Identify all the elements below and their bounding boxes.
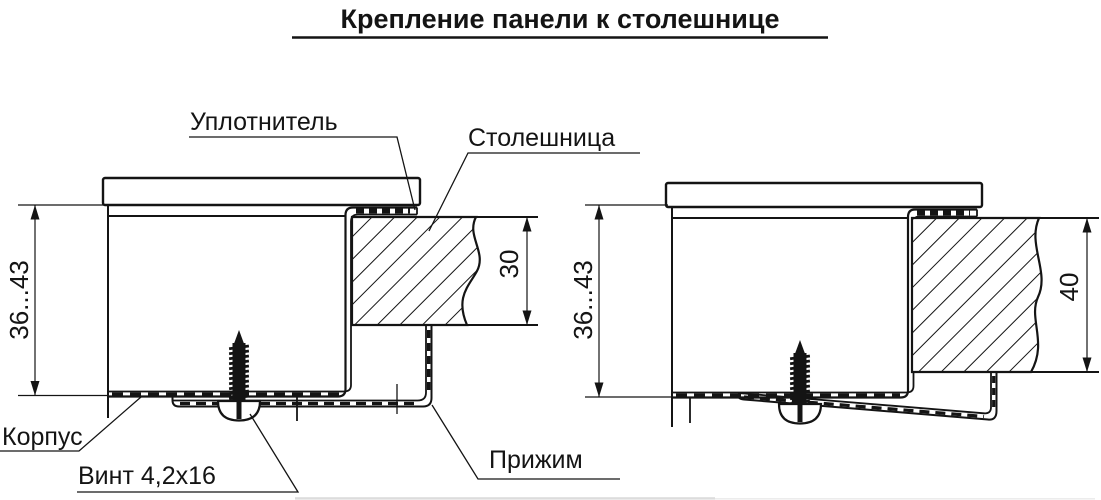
- countertop-hatch: [350, 215, 481, 327]
- clamp-bracket: [171, 325, 433, 414]
- clamp-bracket-right: [736, 372, 998, 421]
- screw-icon-right: [777, 340, 823, 425]
- screw-icon: [216, 330, 262, 422]
- scan-artifact: [295, 497, 715, 500]
- scan-artifact-2: [715, 498, 1095, 500]
- page-title: Крепление панели к столешнице: [341, 4, 780, 34]
- clamp-leader-line: [431, 404, 620, 480]
- dim-text-panel-height-left: 36...43: [4, 260, 34, 340]
- dimension-countertop-30: 30: [494, 217, 532, 325]
- countertop-section-right: [910, 216, 1099, 374]
- label-clamp-group: Прижим: [431, 404, 620, 480]
- label-screw: Винт 4,2x16: [78, 462, 216, 490]
- countertop-leader-line: [428, 152, 640, 232]
- label-body: Корпус: [2, 423, 83, 451]
- drawing-title-group: Крепление панели к столешнице: [292, 4, 828, 39]
- label-clamp: Прижим: [489, 446, 583, 474]
- label-countertop-group: Столешница: [428, 124, 640, 232]
- dimension-countertop-40: 40: [1054, 218, 1092, 372]
- countertop-hatch-right: [910, 216, 1043, 374]
- dimension-panel-height-right: 36...43: [568, 204, 671, 398]
- dim-text-countertop-30: 30: [494, 250, 524, 279]
- body-leader-line: [0, 396, 142, 452]
- sealant-leader-line: [189, 136, 416, 211]
- label-body-group: Корпус: [0, 396, 142, 452]
- countertop-section: [350, 215, 538, 327]
- screw-leader-line: [77, 413, 300, 493]
- dim-text-countertop-40: 40: [1054, 273, 1084, 302]
- dim-text-panel-height-right: 36...43: [568, 260, 598, 340]
- label-sealant-group: Уплотнитель: [189, 108, 416, 211]
- panel-top-cap-right: [664, 181, 984, 209]
- left-view: 36...43 30 Уплотнитель Столешница Корпус…: [0, 108, 640, 493]
- panel-top-cap: [101, 176, 422, 207]
- label-countertop: Столешница: [468, 124, 615, 152]
- right-view: 36...43 40: [568, 181, 1099, 427]
- label-screw-group: Винт 4,2x16: [77, 413, 300, 493]
- label-sealant: Уплотнитель: [190, 108, 338, 136]
- dimension-panel-height-left: 36...43: [4, 204, 107, 397]
